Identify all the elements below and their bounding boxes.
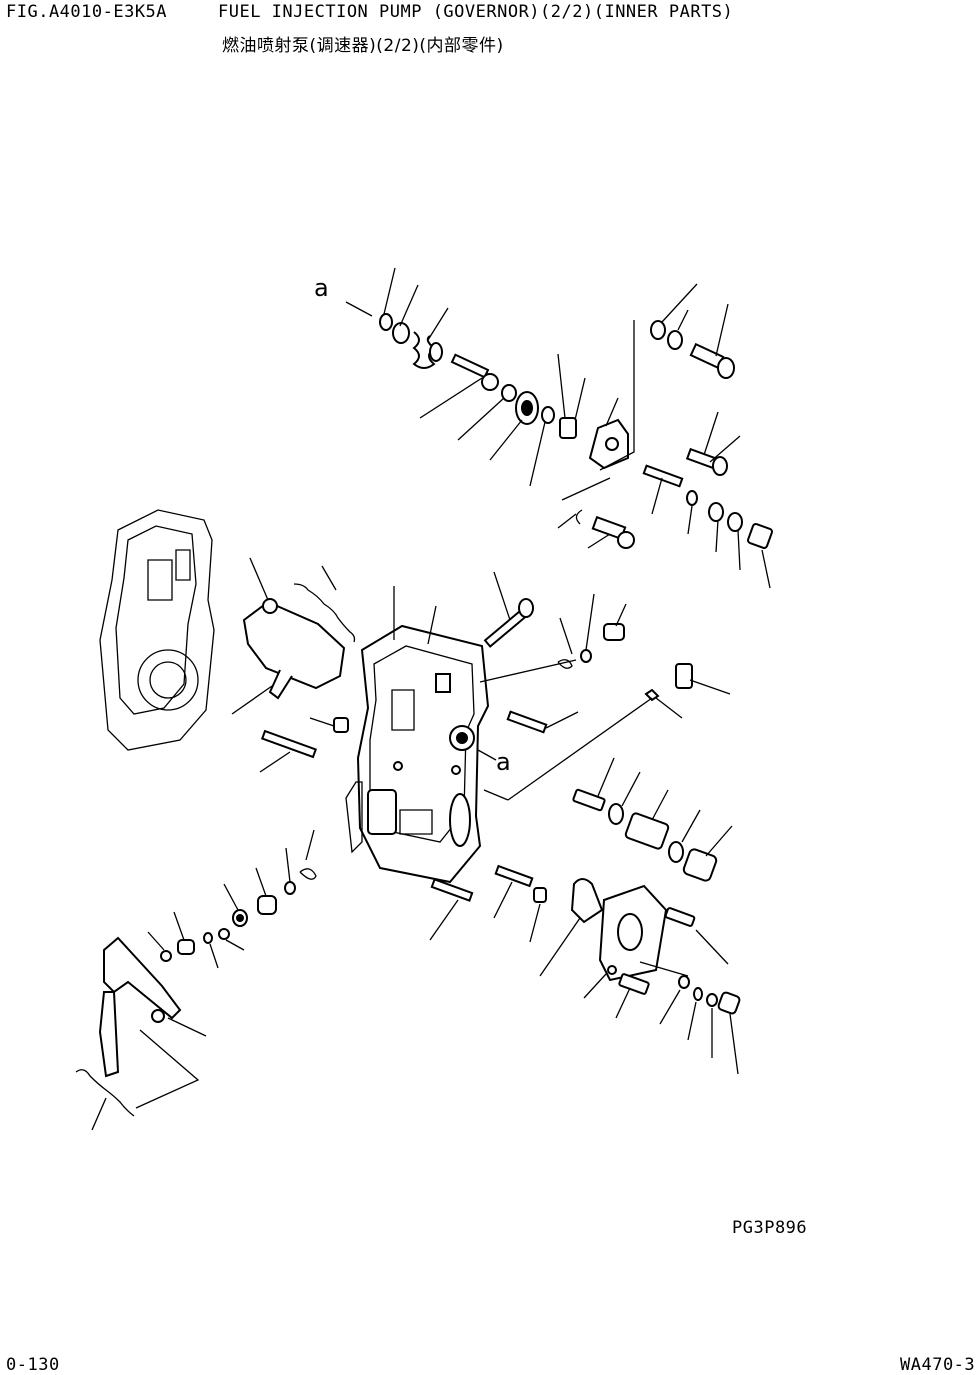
title-chinese: 燃油喷射泵(调速器)(2/2)(内部零件): [222, 36, 504, 56]
drawing-code: PG3P896: [732, 1218, 808, 1238]
top-rod-assembly: [346, 268, 628, 486]
callout-letter-a-middle: a: [496, 748, 512, 776]
callout-letter-a-top: a: [314, 274, 330, 302]
governor-main-body: [346, 586, 496, 882]
middle-bolts: [260, 572, 626, 772]
title-english: FUEL INJECTION PUMP (GOVERNOR)(2/2)(INNE…: [218, 2, 734, 22]
top-right-bolts: [558, 284, 773, 588]
right-fitting-stack: [484, 664, 732, 882]
lever-and-spring: [232, 558, 355, 714]
figure-code: FIG.A4010-E3K5A: [6, 2, 168, 22]
governor-housing-left: [100, 510, 214, 750]
lower-left-lever: [76, 938, 206, 1130]
lower-left-small-parts: [148, 830, 546, 968]
page-number: 0-130: [6, 1355, 60, 1375]
model-code: WA470-3: [900, 1355, 976, 1375]
lower-right-cover: [540, 879, 741, 1074]
